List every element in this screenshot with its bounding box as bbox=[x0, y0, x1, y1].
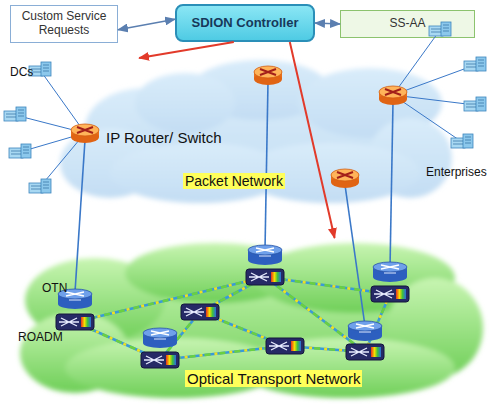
dc-icon bbox=[29, 179, 51, 193]
box-label: Custom Service Requests bbox=[11, 10, 117, 38]
roadm-icon bbox=[246, 269, 284, 285]
router-icon bbox=[254, 66, 282, 85]
dc-icon bbox=[9, 144, 31, 158]
roadm-icon bbox=[266, 338, 304, 354]
roadm-icon bbox=[181, 304, 219, 320]
otn-icon bbox=[143, 328, 177, 348]
box-label: SS-AA bbox=[389, 17, 425, 31]
cloud-puff bbox=[110, 143, 290, 203]
enterprise-icon bbox=[451, 134, 473, 148]
network-title: Packet Network bbox=[183, 173, 285, 189]
device-label: OTN bbox=[42, 282, 67, 295]
group-label: Enterprises bbox=[426, 166, 487, 179]
connector-arrow bbox=[290, 42, 335, 238]
device-label: IP Router/ Switch bbox=[106, 130, 222, 147]
router-icon bbox=[71, 124, 99, 143]
group-label: DCs bbox=[10, 66, 33, 79]
connector-arrow bbox=[315, 23, 340, 24]
enterprise-icon bbox=[464, 57, 486, 71]
cloud-puff bbox=[235, 338, 455, 398]
dc-icon bbox=[4, 107, 26, 121]
roadm-icon bbox=[371, 286, 409, 302]
enterprise-icon bbox=[464, 97, 486, 111]
connector-arrow bbox=[139, 42, 234, 58]
device-label: ROADM bbox=[18, 331, 63, 344]
network-title: Optical Transport Network bbox=[185, 370, 362, 387]
connector-arrow bbox=[118, 19, 175, 30]
ss-aa-box: SS-AA bbox=[340, 10, 475, 38]
otn-icon bbox=[348, 321, 382, 341]
router-icon bbox=[331, 169, 359, 188]
router-icon bbox=[379, 86, 407, 105]
request-box: Custom Service Requests bbox=[10, 5, 118, 43]
controller-box: SDION Controller bbox=[175, 4, 315, 42]
otn-icon bbox=[248, 245, 282, 265]
roadm-icon bbox=[141, 352, 179, 368]
roadm-icon bbox=[56, 314, 94, 330]
cloud-puff bbox=[135, 73, 235, 133]
otn-icon bbox=[373, 262, 407, 282]
roadm-icon bbox=[346, 344, 384, 360]
box-label: SDION Controller bbox=[192, 16, 299, 31]
